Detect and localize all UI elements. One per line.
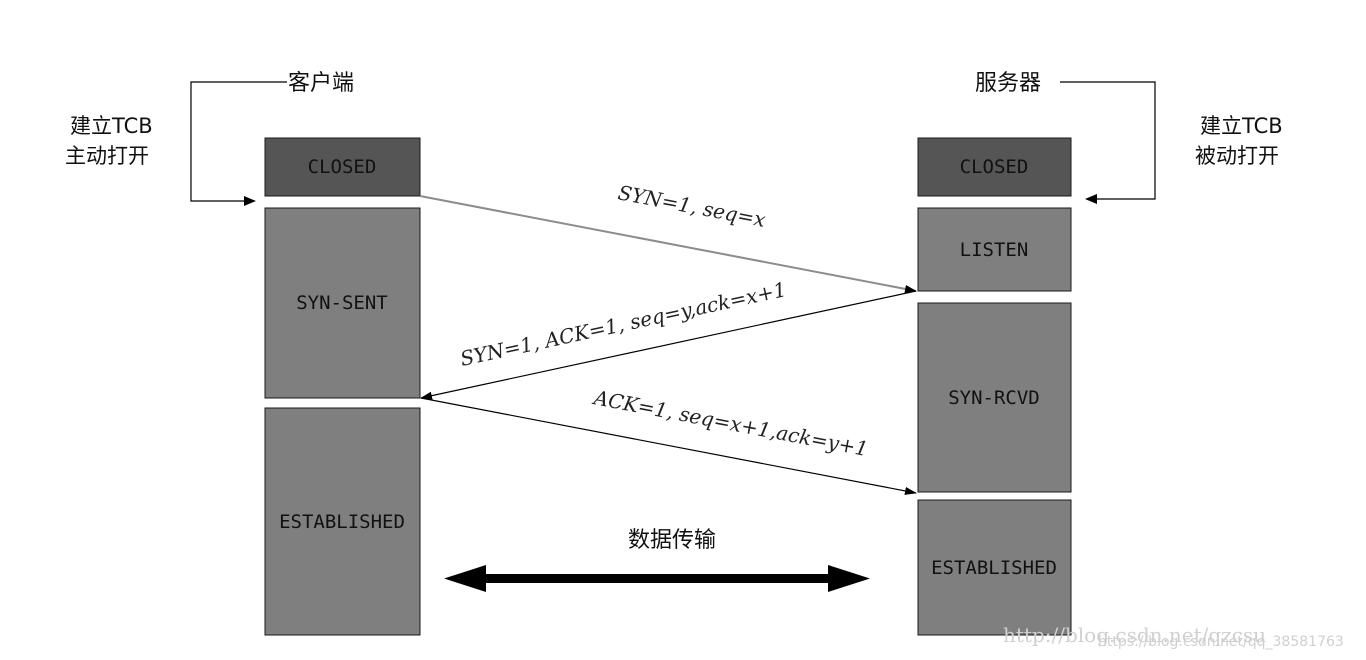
server-state-listen-label: LISTEN: [960, 239, 1029, 261]
client-state-closed-label: CLOSED: [308, 156, 377, 178]
server-state-established-label: ESTABLISHED: [931, 557, 1057, 579]
server-bracket-arrowhead: [1085, 194, 1097, 204]
client-action-line2: 主动打开: [65, 144, 149, 168]
server-state-syn-rcvd: [917, 302, 1072, 493]
ack-label: ACK=1, seq=x+1,ack=y+1: [590, 385, 870, 461]
server-state-closed: [917, 137, 1072, 197]
syn-ack-label: SYN=1, ACK=1, seq=y,ack=x+1: [458, 277, 788, 371]
data-transfer-label: 数据传输: [628, 528, 716, 553]
client-state-established: [264, 407, 421, 636]
client-state-closed: [264, 137, 421, 197]
client-state-established-label: ESTABLISHED: [279, 511, 405, 533]
data-transfer-double-arrow: [444, 565, 870, 592]
syn-ack-arrow: [420, 290, 917, 400]
client-state-syn-sent: [264, 207, 421, 399]
syn-arrow: [419, 195, 917, 293]
client-title: 客户端: [288, 71, 354, 96]
server-bracket: [1060, 81, 1156, 200]
client-action-line1: 建立TCB: [70, 114, 153, 138]
server-state-closed-label: CLOSED: [960, 156, 1029, 178]
server-state-established: [917, 499, 1072, 636]
client-bracket-arrowhead: [244, 196, 256, 206]
syn-label: SYN=1, seq=x: [616, 180, 767, 232]
client-bracket: [190, 81, 287, 202]
client-state-syn-sent-label: SYN-SENT: [296, 292, 388, 314]
server-state-syn-rcvd-label: SYN-RCVD: [948, 387, 1040, 409]
server-action-line2: 被动打开: [1195, 144, 1279, 168]
server-title: 服务器: [975, 71, 1041, 96]
server-state-listen: [917, 207, 1072, 292]
watermark-small: https://blog.csdn.net/qq_38581763: [1098, 634, 1344, 650]
server-action-line1: 建立TCB: [1200, 114, 1283, 138]
ack-arrow: [420, 397, 917, 495]
watermark-url: http://blog.csdn.net/qzcsu: [1003, 623, 1266, 647]
